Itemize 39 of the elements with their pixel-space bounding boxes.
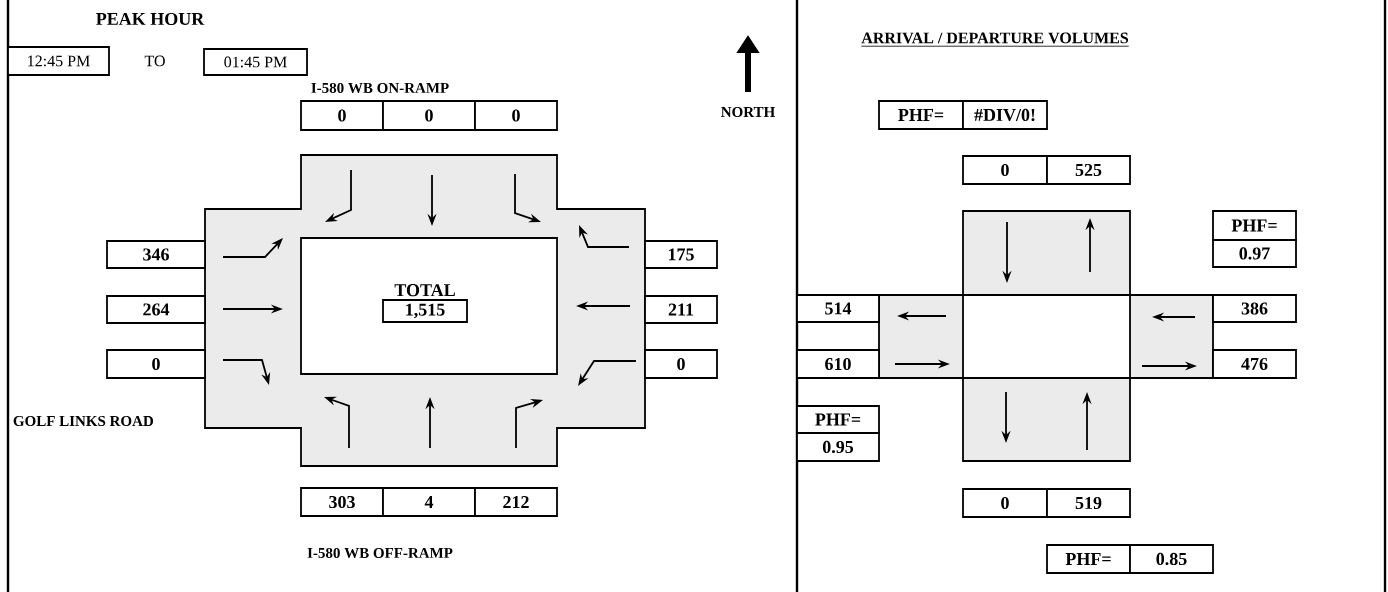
phf-box: PHF=	[1212, 210, 1297, 241]
time-box: 12:45 PM	[7, 46, 110, 76]
count-box: 212	[474, 487, 558, 517]
phf-box: #DIV/0!	[962, 100, 1048, 130]
volume-box: 386	[1212, 294, 1297, 323]
road-label: I-580 WB ON-RAMP	[311, 82, 449, 94]
count-box: 4	[382, 487, 476, 517]
road-label: I-580 WB OFF-RAMP	[307, 547, 453, 559]
count-box: 0	[644, 349, 718, 379]
volume-box: 0	[962, 488, 1048, 518]
volume-box: 514	[796, 294, 880, 323]
volume-box: 519	[1046, 488, 1131, 518]
road-label: GOLF LINKS ROAD	[13, 415, 153, 427]
node-label: TOTAL	[394, 284, 455, 297]
count-box: 303	[300, 487, 384, 517]
count-box: 0	[474, 100, 558, 131]
total-box: 1,515 TOTAL	[382, 284, 468, 323]
north-label: NORTH	[721, 106, 775, 118]
count-box: 175	[644, 240, 718, 269]
heading: PEAK HOUR	[96, 12, 205, 25]
volume-box: 476	[1212, 349, 1297, 379]
phf-box: 0.95	[796, 432, 880, 462]
count-box: 0	[106, 349, 206, 379]
volume-box: 610	[796, 349, 880, 379]
volume-box: 525	[1046, 155, 1131, 185]
volume-box: 0	[962, 155, 1048, 185]
phf-box: PHF=	[878, 100, 964, 130]
count-box: 0	[300, 100, 384, 131]
label: TO	[144, 55, 165, 67]
count-box: 264	[106, 295, 206, 324]
phf-box: 0.85	[1129, 544, 1214, 574]
count-box: 346	[106, 240, 206, 269]
count-box: 211	[644, 295, 718, 324]
count-box: 0	[382, 100, 476, 131]
time-box: 01:45 PM	[203, 48, 308, 76]
phf-box: PHF=	[796, 405, 880, 434]
phf-box: 0.97	[1212, 239, 1297, 268]
heading: ARRIVAL / DEPARTURE VOLUMES	[860, 32, 1130, 47]
phf-box: PHF=	[1046, 544, 1131, 574]
